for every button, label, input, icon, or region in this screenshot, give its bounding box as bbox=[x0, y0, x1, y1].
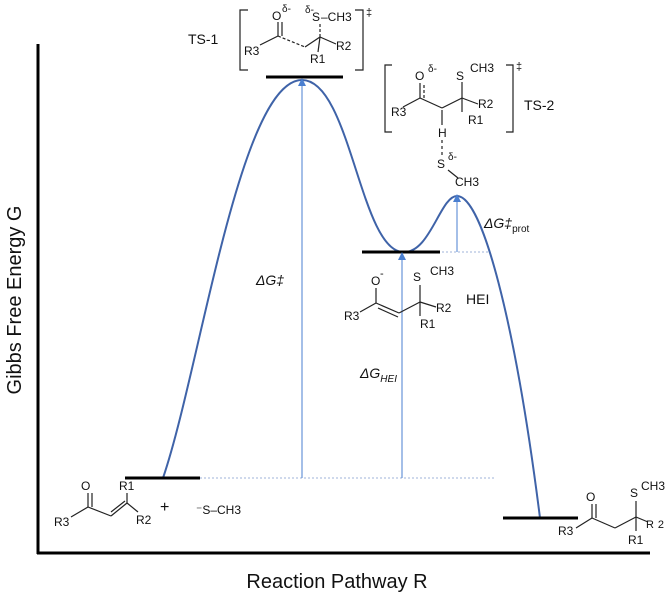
ts2-s-lower: S bbox=[437, 157, 445, 171]
ts2-s: S bbox=[456, 69, 464, 83]
ts1-label: TS-1 bbox=[188, 31, 219, 47]
product-ch3: CH3 bbox=[641, 479, 665, 493]
hei-ch3: CH3 bbox=[430, 264, 454, 278]
ts1-r1: R1 bbox=[310, 52, 326, 66]
hei-s: S bbox=[413, 270, 421, 284]
product-structure bbox=[575, 501, 649, 531]
ts1-s: S bbox=[312, 10, 320, 24]
hei-label: HEI bbox=[466, 291, 489, 307]
x-axis-label: Reaction Pathway R bbox=[246, 571, 427, 593]
hei-structure bbox=[359, 285, 437, 318]
ts2-structure bbox=[384, 64, 514, 179]
hei-r3: R3 bbox=[344, 309, 360, 323]
thiolate: ⁻S–CH3 bbox=[196, 503, 241, 517]
ts2-dagger: ‡ bbox=[516, 61, 522, 73]
reactant-r3: R3 bbox=[54, 515, 70, 529]
hei-o-charge: - bbox=[380, 268, 384, 280]
ts1-o: O bbox=[272, 9, 281, 23]
product-r1: R1 bbox=[628, 533, 644, 547]
ts2-r1: R1 bbox=[468, 113, 484, 127]
hei-r1: R1 bbox=[420, 317, 436, 331]
ts1-o-charge: δ- bbox=[282, 4, 291, 15]
product-s: S bbox=[630, 486, 638, 500]
ts2-o-charge: δ- bbox=[428, 64, 437, 75]
ts2-h: H bbox=[438, 126, 447, 140]
product-r3: R3 bbox=[558, 524, 574, 538]
ts2-ch3-lower: CH3 bbox=[455, 175, 479, 189]
ts2-r3: R3 bbox=[391, 105, 407, 119]
product-r2: R2 bbox=[646, 519, 664, 531]
ts2-s-lower-charge: δ- bbox=[448, 152, 457, 163]
dg-ts1-label: ΔG‡ bbox=[255, 272, 284, 288]
ts1-ch3: –CH3 bbox=[321, 10, 352, 24]
ts1-dagger: ‡ bbox=[366, 7, 372, 19]
hei-o: O bbox=[371, 274, 380, 288]
ts2-label: TS-2 bbox=[524, 97, 555, 113]
ts2-ch3: CH3 bbox=[470, 61, 494, 75]
ts2-r2: R2 bbox=[478, 97, 494, 111]
reactant-o: O bbox=[81, 479, 90, 493]
product-o: O bbox=[586, 490, 595, 504]
ts1-r3: R3 bbox=[244, 44, 260, 58]
dg-hei-label: ΔGHEI bbox=[359, 365, 397, 385]
reaction-profile-curve bbox=[162, 78, 541, 519]
plus-sign: + bbox=[160, 499, 169, 516]
ts2-bracket-left bbox=[384, 64, 392, 133]
reactant-structure bbox=[70, 493, 139, 518]
reactant-r2: R2 bbox=[136, 513, 152, 527]
ts2-bracket-right bbox=[506, 64, 514, 133]
ts1-bracket-right bbox=[355, 9, 364, 71]
reactant-r1: R1 bbox=[119, 479, 135, 493]
hei-r2: R2 bbox=[436, 301, 452, 315]
ts1-bracket-left bbox=[239, 9, 248, 71]
y-axis-label: Gibbs Free Energy G bbox=[4, 206, 26, 395]
ts1-s-charge: δ- bbox=[305, 5, 314, 16]
ts2-o: O bbox=[415, 69, 424, 83]
ts1-r2: R2 bbox=[336, 39, 352, 53]
dg-prot-label: ΔG‡prot bbox=[483, 215, 530, 235]
ts1-structure bbox=[239, 9, 364, 71]
